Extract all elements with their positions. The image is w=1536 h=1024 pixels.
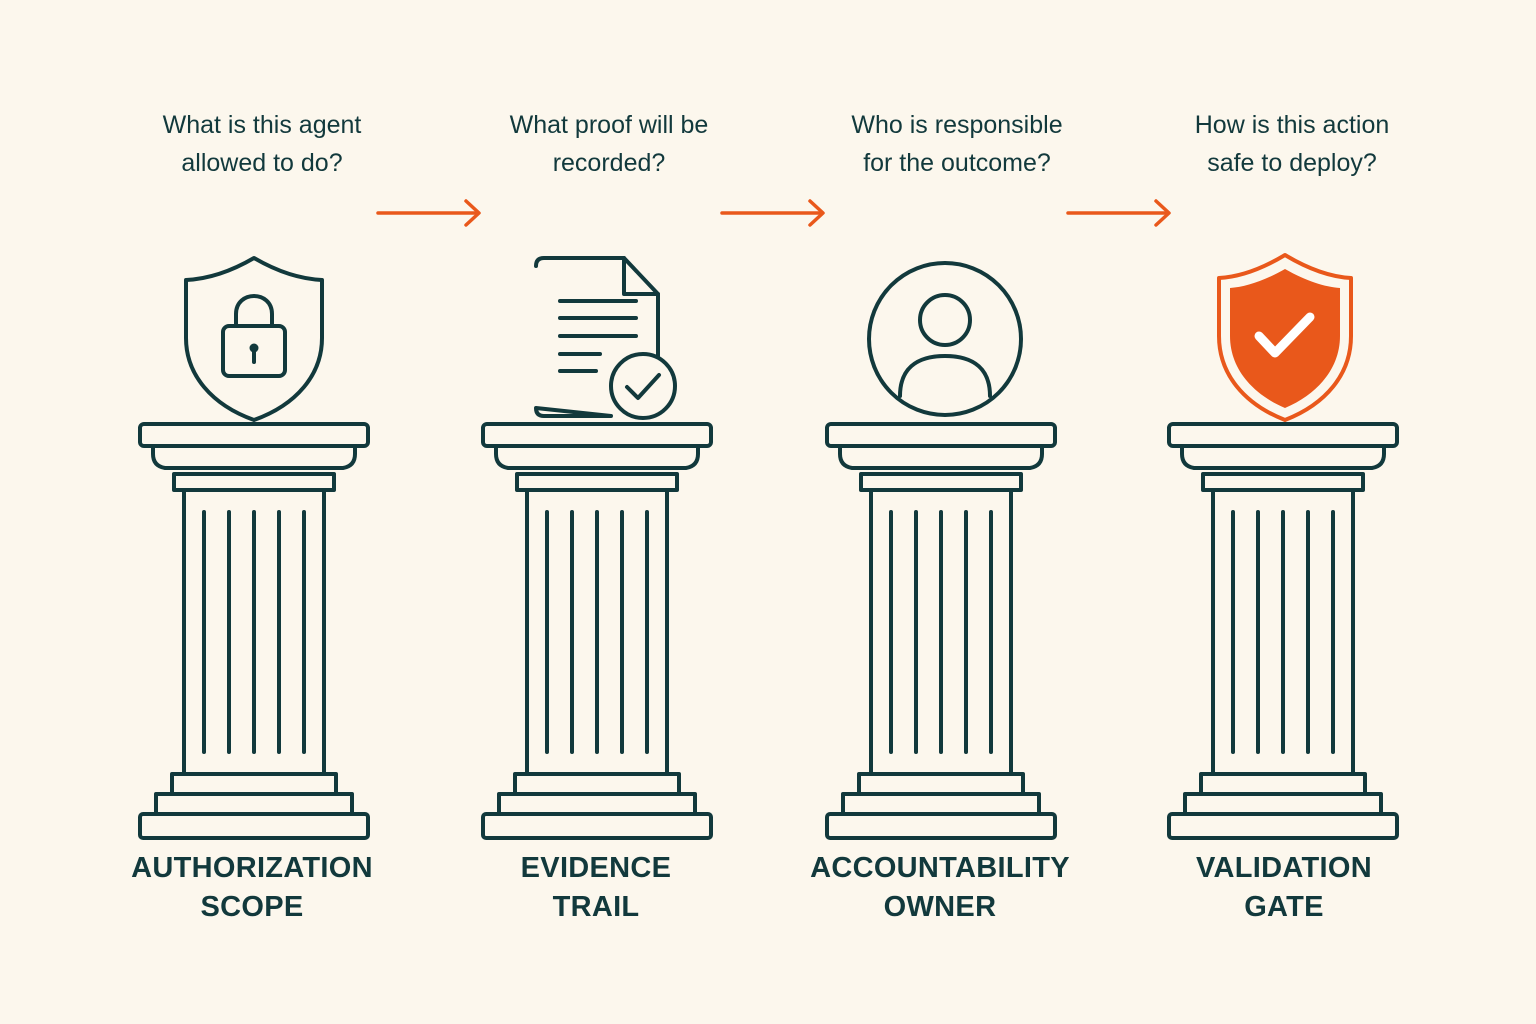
pillar-2-column xyxy=(481,422,713,840)
pillar-3-label: ACCOUNTABILITY OWNER xyxy=(780,849,1100,927)
pillar-1-label-line-1: AUTHORIZATION xyxy=(131,852,373,884)
pillar-2-label: EVIDENCE TRAIL xyxy=(436,849,756,927)
document-check-icon xyxy=(534,256,677,420)
pillar-3-label-line-1: ACCOUNTABILITY xyxy=(810,852,1070,884)
pillar-4-label-line-2: GATE xyxy=(1244,891,1324,923)
arrow-3-icon xyxy=(1066,199,1171,227)
pillar-3-question: Who is responsible for the outcome? xyxy=(797,106,1117,182)
pillar-1-label-line-2: SCOPE xyxy=(200,891,304,923)
shield-lock-icon xyxy=(184,256,324,422)
pillar-4-column xyxy=(1167,422,1399,840)
arrow-2-icon xyxy=(720,199,825,227)
pillar-3-label-line-2: OWNER xyxy=(883,891,997,923)
shield-check-icon xyxy=(1217,253,1353,422)
pillar-4-question-line-1: How is this action xyxy=(1194,111,1390,139)
pillar-3-question-line-2: for the outcome? xyxy=(863,149,1051,177)
pillar-3-column xyxy=(825,422,1057,840)
pillar-1-column xyxy=(138,422,370,840)
pillar-4-question: How is this action safe to deploy? xyxy=(1132,106,1452,182)
pillar-2-question: What proof will be recorded? xyxy=(449,106,769,182)
pillar-1-label: AUTHORIZATION SCOPE xyxy=(92,849,412,927)
arrow-1-icon xyxy=(376,199,481,227)
pillar-2-question-line-1: What proof will be xyxy=(509,111,709,139)
pillar-4-label-line-1: VALIDATION xyxy=(1196,852,1372,884)
pillar-2-label-line-1: EVIDENCE xyxy=(520,852,672,884)
pillar-4-question-line-2: safe to deploy? xyxy=(1207,149,1377,177)
pillar-1-question-line-2: allowed to do? xyxy=(181,149,343,177)
pillar-4-label: VALIDATION GATE xyxy=(1124,849,1444,927)
pillar-2-question-line-2: recorded? xyxy=(552,149,666,177)
pillar-2-label-line-2: TRAIL xyxy=(552,891,640,923)
pillar-3-question-line-1: Who is responsible xyxy=(851,111,1063,139)
user-circle-icon xyxy=(867,261,1023,417)
pillar-1-question-line-1: What is this agent xyxy=(162,111,362,139)
pillar-1-question: What is this agent allowed to do? xyxy=(102,106,422,182)
